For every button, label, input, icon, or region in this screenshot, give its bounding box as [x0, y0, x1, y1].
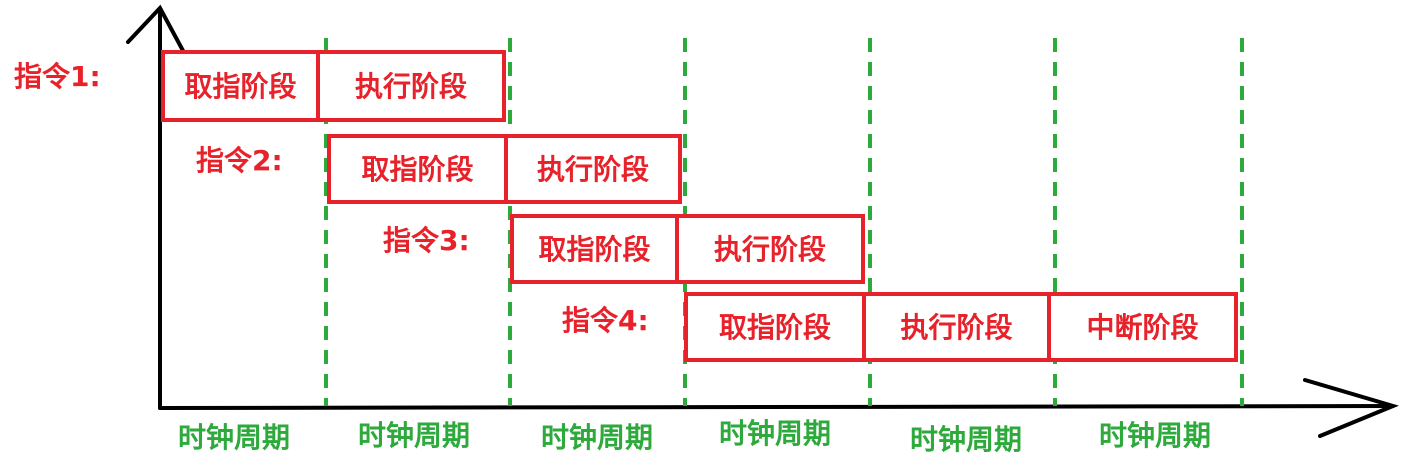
y-axis-arrowhead: [126, 4, 190, 62]
instruction-label-4: 指令4:: [562, 304, 649, 337]
x-axis: [158, 404, 1394, 410]
x-axis-arrowhead: [1303, 378, 1400, 438]
instruction-labels: 指令1: 指令2: 指令3: 指令4:: [14, 60, 649, 337]
stage-box-4-3: 中断阶段: [1047, 292, 1238, 362]
instruction-label-3: 指令3:: [383, 224, 470, 257]
stage-box-2-2: 执行阶段: [504, 134, 682, 204]
stage-box-1-1: 取指阶段: [161, 50, 320, 122]
stage-box-1-2: 执行阶段: [316, 50, 506, 122]
clock-cycle-label-5: 时钟周期: [910, 423, 1022, 456]
axes: [126, 4, 1400, 438]
clock-cycle-label-6: 时钟周期: [1099, 419, 1211, 452]
clock-cycle-label-4: 时钟周期: [719, 417, 831, 450]
clock-cycle-label-3: 时钟周期: [541, 421, 653, 454]
stage-label: 取指阶段: [184, 70, 296, 103]
instruction-label-2: 指令2:: [196, 144, 283, 177]
stage-box-4-2: 执行阶段: [862, 292, 1051, 362]
instruction-label-1: 指令1:: [14, 60, 101, 93]
clock-cycle-label-2: 时钟周期: [358, 419, 470, 452]
stage-box-2-1: 取指阶段: [327, 134, 508, 204]
stage-label: 中断阶段: [1086, 311, 1198, 344]
stage-box-4-1: 取指阶段: [684, 292, 866, 362]
stage-label: 取指阶段: [361, 153, 473, 186]
stage-label: 执行阶段: [714, 233, 826, 266]
stage-label: 取指阶段: [719, 311, 831, 344]
clock-cycle-label-1: 时钟周期: [178, 421, 290, 454]
stage-label: 执行阶段: [900, 311, 1012, 344]
stage-box-3-2: 执行阶段: [675, 214, 865, 284]
stage-label: 执行阶段: [355, 70, 467, 103]
stage-boxes: 取指阶段执行阶段取指阶段执行阶段取指阶段执行阶段取指阶段执行阶段中断阶段: [161, 50, 1238, 362]
clock-cycle-labels: 时钟周期 时钟周期 时钟周期 时钟周期 时钟周期 时钟周期: [178, 417, 1211, 456]
stage-label: 执行阶段: [537, 153, 649, 186]
stage-box-3-1: 取指阶段: [510, 214, 679, 284]
stage-label: 取指阶段: [538, 233, 650, 266]
